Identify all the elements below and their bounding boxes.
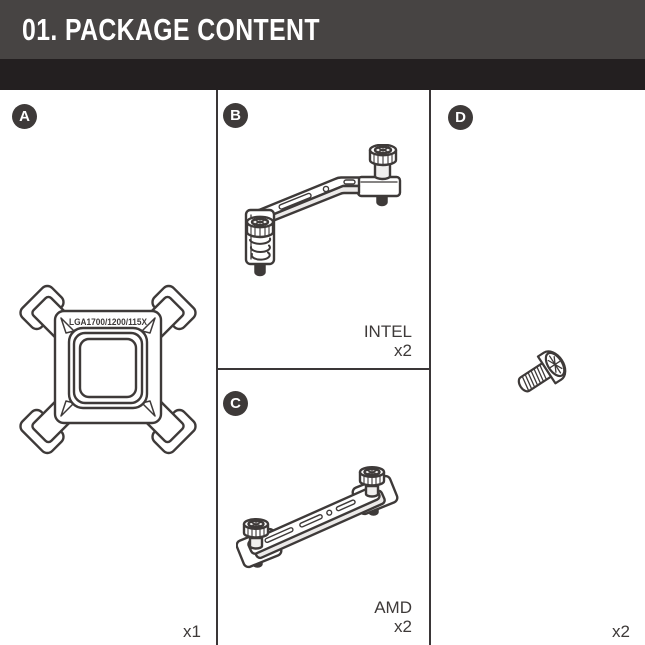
spring-icon: [249, 237, 272, 261]
section-d-letter: D: [455, 109, 466, 126]
backplate-clips: [60, 317, 156, 417]
section-b-caption: INTEL x2: [216, 322, 412, 360]
screw-tip-icon: [254, 263, 266, 277]
intel-bracket-illustration: [244, 144, 402, 277]
backplate-marking: LGA1700/1200/115X: [69, 317, 148, 328]
header-bar: 01. PACKAGE CONTENT: [0, 0, 645, 59]
amd-bracket-illustration: [236, 466, 399, 569]
thumbscrew-icon: [368, 144, 398, 167]
section-c-letter: C: [230, 395, 241, 412]
column-divider-right: [429, 90, 431, 645]
header-stripe: [0, 59, 645, 90]
screw-shank: [517, 362, 553, 393]
section-c-caption: AMD x2: [216, 598, 412, 636]
bracket-slot: [264, 527, 294, 544]
bracket-hole: [322, 185, 330, 193]
bracket-hole: [326, 509, 333, 516]
column-divider-left: [216, 90, 218, 645]
qty-text: x2: [394, 617, 412, 636]
amd-bracket-bar: [247, 485, 386, 560]
backplate-illustration: LGA1700/1200/115X: [19, 284, 197, 455]
phillips-drive-icon: [547, 355, 563, 374]
bracket-slot: [343, 179, 356, 185]
thumbscrew-icon: [358, 466, 386, 498]
thumbscrew-icon: [245, 215, 275, 239]
platform-label: INTEL: [363, 322, 412, 341]
section-a-letter: A: [19, 108, 30, 125]
backplate-hole: [78, 337, 138, 399]
row-divider-middle-column: [216, 368, 429, 370]
thumbscrew-shaft: [373, 160, 392, 181]
qty-text: x2: [394, 341, 412, 360]
section-b-letter: B: [230, 107, 241, 124]
screw-illustration: [517, 350, 567, 393]
section-a-qty: x1: [0, 622, 201, 641]
bracket-slot: [299, 514, 323, 528]
thumbscrew-icon: [242, 517, 270, 550]
page-title: 01. PACKAGE CONTENT: [22, 11, 320, 47]
section-a-badge: A: [12, 104, 37, 129]
bracket-slot: [278, 192, 312, 210]
section-d-qty: x2: [431, 622, 630, 641]
qty-text: x2: [612, 622, 630, 641]
section-b-badge: B: [223, 103, 248, 128]
section-c-badge: C: [223, 391, 248, 416]
screw-threads: [521, 364, 548, 392]
platform-label: AMD: [374, 598, 412, 617]
intel-bracket-arm-front: [257, 184, 361, 226]
section-d-badge: D: [448, 105, 473, 130]
bracket-slot: [335, 499, 356, 512]
qty-text: x1: [183, 622, 201, 641]
